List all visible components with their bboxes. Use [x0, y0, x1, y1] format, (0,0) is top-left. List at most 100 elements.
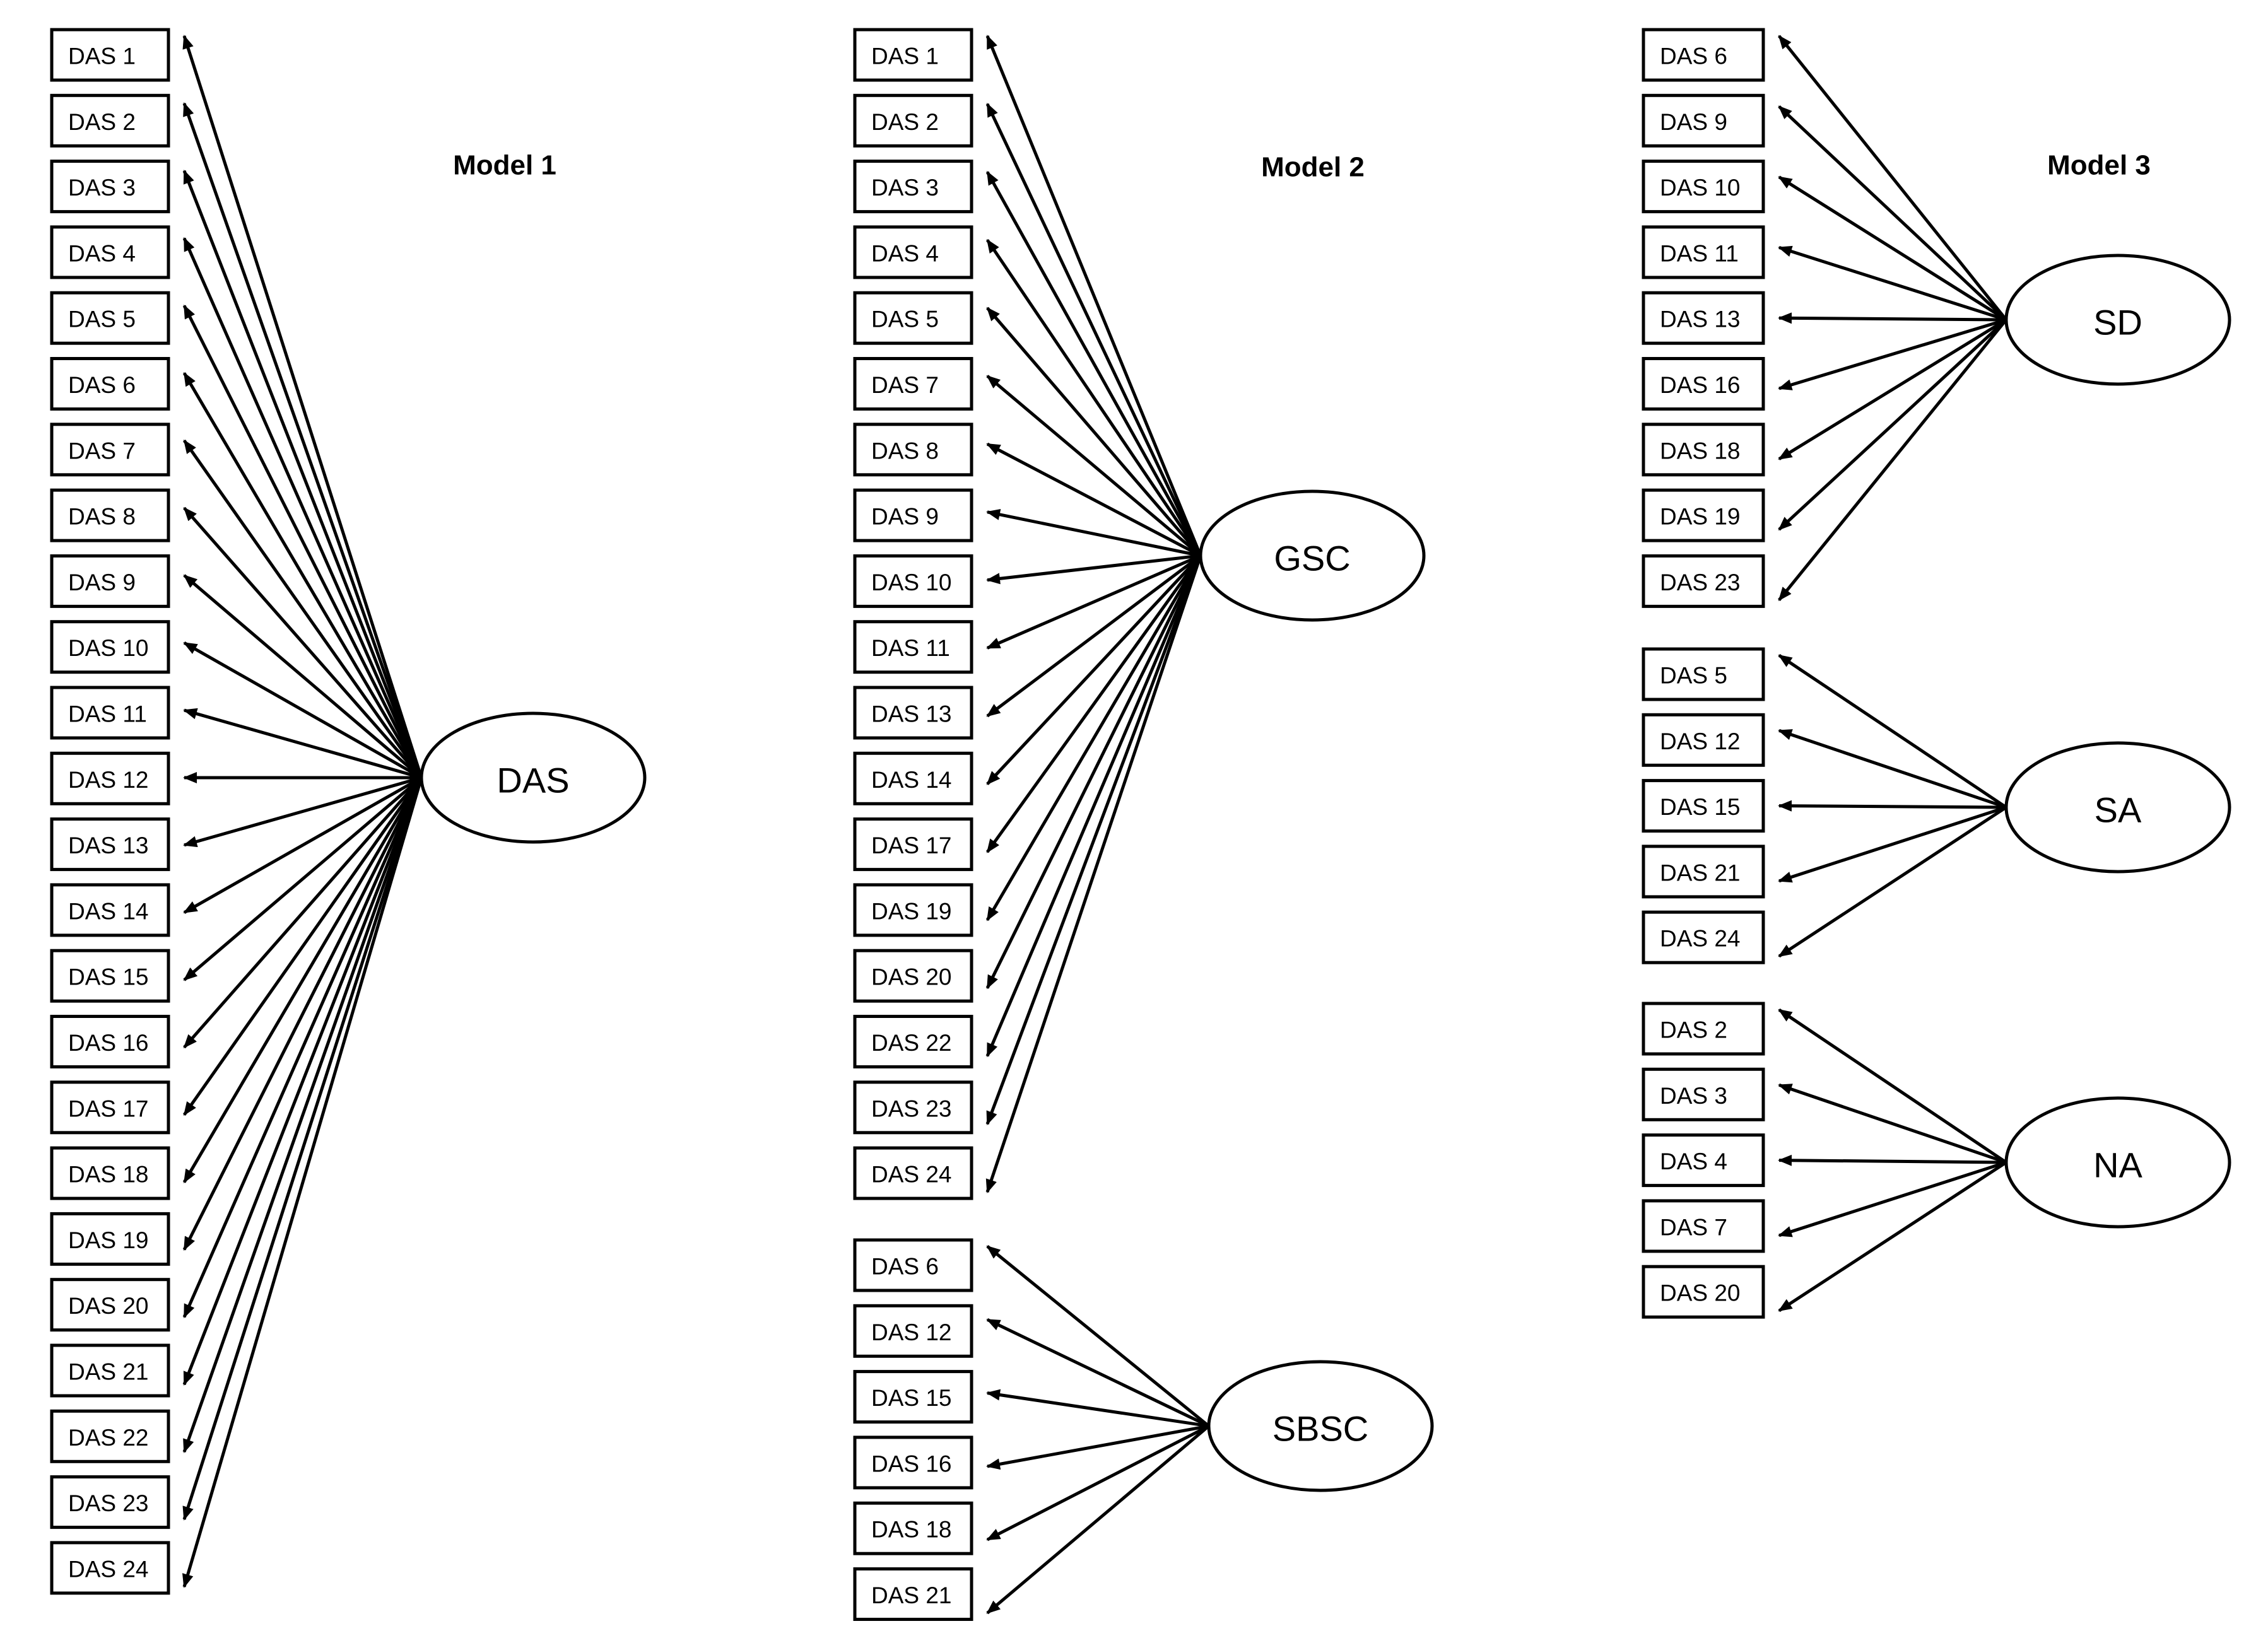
- indicator-box: [1642, 225, 1765, 279]
- indicator-label: DAS 21: [871, 1582, 952, 1608]
- indicator-box: [853, 225, 973, 279]
- indicator-label: DAS 23: [871, 1096, 952, 1121]
- loading-arrow: [985, 555, 1202, 1058]
- indicator-box: [50, 686, 170, 740]
- indicator-box: [853, 1435, 973, 1490]
- loading-arrow: [986, 1318, 1210, 1428]
- indicator-label: DAS 10: [871, 570, 952, 595]
- loading-arrow: [1778, 805, 2007, 958]
- loading-arrow: [985, 555, 1202, 1193]
- loading-arrow: [1778, 319, 2007, 531]
- loading-arrow: [986, 554, 1201, 585]
- indicator-label: DAS 22: [871, 1030, 952, 1056]
- factor-ellipse-das: [420, 711, 647, 844]
- loading-arrow: [1778, 1161, 2007, 1237]
- model-1-title: Model 1: [453, 150, 556, 181]
- indicator-box: [853, 1015, 973, 1068]
- indicator-box: [1642, 1265, 1765, 1319]
- factor-ellipse-sd: [2004, 254, 2231, 386]
- loading-arrow: [1778, 653, 2007, 809]
- indicator-label: DAS 5: [871, 307, 939, 332]
- loading-arrow: [986, 554, 1201, 650]
- loading-arrow: [985, 238, 1202, 557]
- indicator-label: DAS 12: [871, 1319, 952, 1345]
- indicator-label: DAS 24: [1660, 926, 1741, 952]
- indicator-box: [853, 28, 973, 82]
- indicator-label: DAS 15: [871, 1385, 952, 1411]
- indicator-label: DAS 9: [871, 504, 939, 530]
- indicator-box: [1642, 1002, 1765, 1056]
- indicator-label: DAS 6: [871, 1254, 939, 1280]
- loading-arrows: [182, 35, 2007, 1615]
- indicator-box: [853, 1370, 973, 1424]
- indicator-box: [1642, 160, 1765, 214]
- indicator-box: [50, 1475, 170, 1529]
- loading-arrow: [985, 555, 1202, 1126]
- loading-arrow: [182, 776, 423, 1116]
- loading-arrow: [183, 641, 423, 780]
- loading-arrow: [986, 1389, 1209, 1428]
- indicator-label: DAS 15: [1660, 794, 1741, 820]
- indicator-box: [853, 357, 973, 411]
- indicator-label: DAS 1: [68, 44, 136, 69]
- loading-arrow: [985, 170, 1202, 557]
- loading-arrow: [1778, 1161, 2007, 1313]
- loading-arrow: [985, 554, 1202, 853]
- indicator-label: DAS 21: [1660, 860, 1741, 886]
- indicator-box: [50, 423, 170, 477]
- indicator-label: DAS 22: [68, 1425, 149, 1451]
- indicator-box: [50, 1015, 170, 1068]
- indicator-box: [50, 291, 170, 345]
- loading-arrow: [1778, 312, 2007, 324]
- indicator-label: DAS 24: [68, 1556, 149, 1582]
- loading-arrow: [182, 169, 423, 778]
- loading-arrow: [182, 777, 423, 1521]
- loading-arrow: [986, 442, 1202, 558]
- loading-arrow: [182, 777, 423, 1453]
- loading-arrow: [1778, 1008, 2007, 1164]
- indicator-label: DAS 6: [68, 372, 136, 398]
- factor-label-sbsc: SBSC: [1272, 1409, 1369, 1449]
- factor-label-na: NA: [2093, 1145, 2142, 1185]
- indicator-label: DAS 10: [68, 635, 149, 661]
- indicator-box: [50, 357, 170, 411]
- indicator-label: DAS 7: [68, 438, 136, 464]
- indicator-label: DAS 12: [1660, 728, 1741, 754]
- indicator-label: DAS 19: [1660, 504, 1741, 530]
- indicator-label: DAS 14: [871, 767, 952, 793]
- indicator-box: [853, 1238, 973, 1292]
- indicator-box: [50, 949, 170, 1003]
- indicator-label: DAS 2: [68, 109, 136, 135]
- indicator-label: DAS 7: [1660, 1214, 1727, 1240]
- factor-ellipse-sa: [2004, 741, 2231, 874]
- loading-arrow: [182, 776, 423, 1184]
- loading-arrow: [182, 102, 423, 778]
- indicator-label: DAS 5: [68, 307, 136, 332]
- indicator-box: [1642, 28, 1765, 82]
- loading-arrow: [182, 776, 423, 1319]
- loading-arrow: [1778, 319, 2007, 601]
- indicator-label: DAS 20: [1660, 1280, 1741, 1306]
- indicator-label: DAS 4: [1660, 1149, 1727, 1174]
- indicator-label: DAS 3: [68, 175, 136, 201]
- indicator-box: [1642, 93, 1765, 148]
- indicator-box: [50, 1343, 170, 1398]
- loading-arrow: [1778, 1083, 2007, 1164]
- indicator-box: [853, 554, 973, 608]
- indicator-box: [1642, 779, 1765, 833]
- indicator-box: [50, 1080, 170, 1135]
- model-2-title: Model 2: [1261, 152, 1365, 183]
- loading-arrow: [1778, 245, 2007, 322]
- loading-arrow: [986, 1424, 1209, 1470]
- loading-arrow: [986, 554, 1202, 785]
- loading-arrow: [985, 103, 1202, 557]
- indicator-box: [50, 1541, 170, 1595]
- loading-arrow: [183, 708, 422, 780]
- indicator-label: DAS 23: [68, 1490, 149, 1516]
- indicator-label: DAS 21: [68, 1359, 149, 1385]
- indicator-label: DAS 18: [68, 1162, 149, 1188]
- loading-arrow: [183, 776, 423, 981]
- indicator-box: [1642, 554, 1765, 608]
- indicator-box: [853, 1146, 973, 1200]
